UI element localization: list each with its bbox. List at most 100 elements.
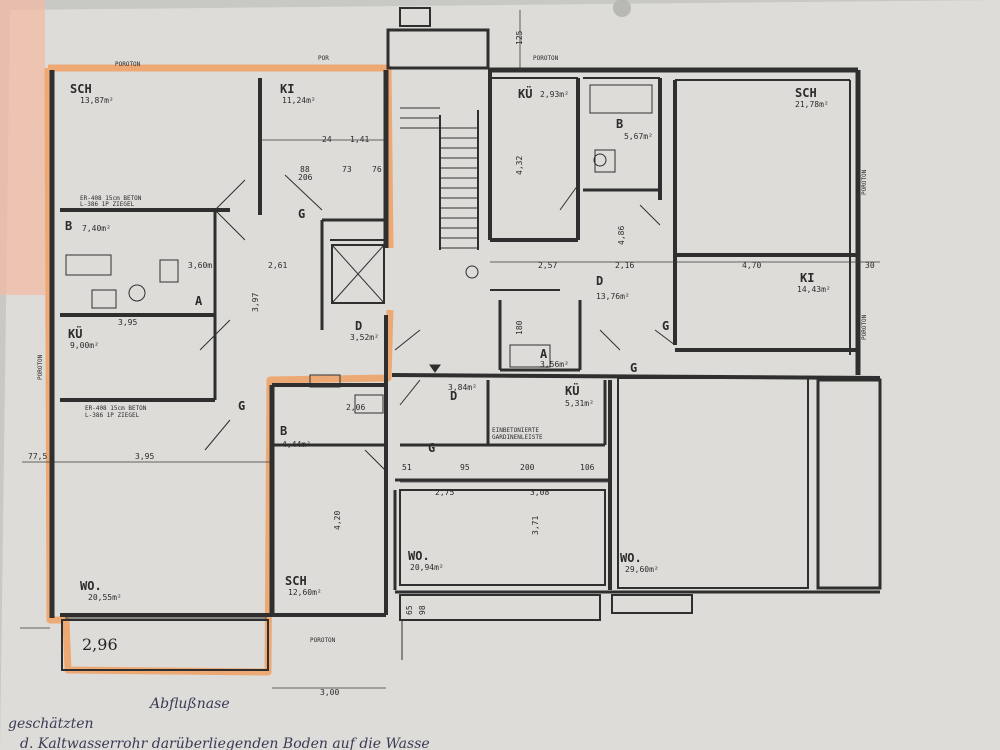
dim-200: 200 xyxy=(520,463,535,472)
dim-206: 206 xyxy=(298,173,313,182)
dim-125: 125 xyxy=(515,30,524,45)
door-swings xyxy=(199,174,676,471)
room-area-b1: 7,40m² xyxy=(82,224,111,233)
room-name-sch3: SCH xyxy=(795,86,817,100)
dim-420: 4,20 xyxy=(333,511,342,530)
room-area-ku3: 5,31m² xyxy=(565,399,594,408)
room-name-b3: B xyxy=(616,117,623,131)
dim-371: 3,71 xyxy=(531,516,540,535)
label-poroton-top-right: POROTON xyxy=(533,55,559,62)
room-name-d1: D xyxy=(355,319,362,333)
label-g-3: G xyxy=(428,441,435,455)
label-g-5: G xyxy=(630,361,637,375)
label-g-1: G xyxy=(298,207,305,221)
room-name-a1: A xyxy=(195,294,203,308)
dim-216: 2,16 xyxy=(615,261,634,270)
room-area-b2: 4,44m² xyxy=(282,440,311,449)
room-area-b3: 5,67m² xyxy=(624,132,653,141)
plan-labels: POROTON POR POROTON POROTON POROTON PORO… xyxy=(37,55,868,644)
dim-95: 95 xyxy=(460,463,470,472)
room-area-wo1: 20,55m² xyxy=(88,593,122,602)
dim-395b: 3,95 xyxy=(135,452,154,461)
room-area-d2: 13,76m² xyxy=(596,292,630,301)
dim-141: 1,41 xyxy=(350,135,369,144)
room-area-ku1: 9,00m² xyxy=(70,341,99,350)
room-area-ki2: 14,43m² xyxy=(797,285,831,294)
room-name-b2: B xyxy=(280,424,287,438)
handwritten-note-3: d. Kaltwasserrohr darüberliegenden Boden… xyxy=(20,736,430,750)
label-kitchen-note-a: EINBETONIERTE xyxy=(492,427,539,434)
dim-775: 77,5 xyxy=(28,452,47,461)
label-g-4: G xyxy=(662,319,669,333)
dim-275: 2,75 xyxy=(435,488,454,497)
dim-308: 3,08 xyxy=(530,488,549,497)
room-name-wo2: WO. xyxy=(408,549,430,563)
dim-88a: 88 xyxy=(300,165,310,174)
room-name-a2: A xyxy=(540,347,548,361)
room-area-ku2: 2,93m² xyxy=(540,90,569,99)
room-name-wo1: WO. xyxy=(80,579,102,593)
dim-300: 3,00 xyxy=(320,688,339,697)
dim-470: 4,70 xyxy=(742,261,761,270)
annotations: 2,96 Abflußnase geschätzten d. Kaltwasse… xyxy=(8,635,430,750)
dimension-lines xyxy=(20,10,880,689)
balcony-width: 2,96 xyxy=(82,635,118,654)
room-name-ku3: KÜ xyxy=(565,383,579,398)
label-poroton-right-2: POROTON xyxy=(861,314,868,340)
room-area-sch3: 21,78m² xyxy=(795,100,829,109)
room-name-d3: D xyxy=(450,389,457,403)
dim-30: 30 xyxy=(865,261,875,270)
stair-arrow-icon xyxy=(429,265,479,373)
room-name-sch2: SCH xyxy=(285,574,307,588)
dimension-labels: 3,95 3,95 2,61 3,97 4,20 4,70 2,57 2,16 … xyxy=(28,30,875,697)
dim-261: 2,61 xyxy=(268,261,287,270)
dim-432: 4,32 xyxy=(515,156,524,175)
dim-395a: 3,95 xyxy=(118,318,137,327)
label-poroton-right: POROTON xyxy=(861,169,868,195)
dim-73: 73 xyxy=(342,165,352,174)
dim-257: 2,57 xyxy=(538,261,557,270)
label-poroton-left: POROTON xyxy=(37,354,44,380)
label-ceiling-1b: L-386 1P ZIEGEL xyxy=(80,201,135,208)
label-g-2: G xyxy=(238,399,245,413)
label-ceiling-2b: L-386 1P ZIEGEL xyxy=(85,412,140,419)
room-area-wo2: 20,94m² xyxy=(410,563,444,572)
label-por: POR xyxy=(318,55,329,62)
dim-24: 24 xyxy=(322,135,332,144)
dim-98: 98 xyxy=(418,605,427,615)
room-labels: SCH 13,87m² KI 11,24m² B 7,40m² A 3,60m²… xyxy=(65,82,831,602)
walls xyxy=(49,7,882,671)
room-area-a2: 3,56m² xyxy=(540,360,569,369)
label-poroton-bottom: POROTON xyxy=(310,637,336,644)
dim-76: 76 xyxy=(372,165,382,174)
label-kitchen-note-b: GARDINENLEISTE xyxy=(492,434,543,441)
room-name-wo3: WO. xyxy=(620,551,642,565)
room-area-d3: 3,84m² xyxy=(448,383,477,392)
handwritten-note-1: Abflußnase xyxy=(148,696,230,712)
room-area-wo3: 29,60m² xyxy=(625,565,659,574)
room-area-a1: 3,60m² xyxy=(188,261,217,270)
room-area-d1: 3,52m² xyxy=(350,333,379,342)
room-name-ki1: KI xyxy=(280,82,294,96)
punch-hole xyxy=(613,0,631,17)
room-name-b1: B xyxy=(65,219,72,233)
room-name-d2: D xyxy=(596,274,603,288)
room-name-ki2: KI xyxy=(800,271,814,285)
dim-206b: 2,06 xyxy=(346,403,365,412)
dim-397: 3,97 xyxy=(251,293,260,312)
fixtures xyxy=(65,153,607,414)
room-area-ki1: 11,24m² xyxy=(282,96,316,105)
dim-180: 180 xyxy=(515,320,524,335)
label-ceiling-2a: ER-408 15cm BETON xyxy=(85,405,147,412)
room-name-sch1: SCH xyxy=(70,82,92,96)
pink-tint xyxy=(0,0,45,295)
dim-51: 51 xyxy=(402,463,412,472)
room-name-ku2: KÜ xyxy=(518,86,532,101)
room-area-sch2: 12,60m² xyxy=(288,588,322,597)
label-poroton-top-left: POROTON xyxy=(115,61,141,68)
room-name-ku1: KÜ xyxy=(68,326,82,341)
room-area-sch1: 13,87m² xyxy=(80,96,114,105)
dim-65: 65 xyxy=(405,605,414,615)
dim-106: 106 xyxy=(580,463,595,472)
dim-486: 4,86 xyxy=(617,226,626,245)
